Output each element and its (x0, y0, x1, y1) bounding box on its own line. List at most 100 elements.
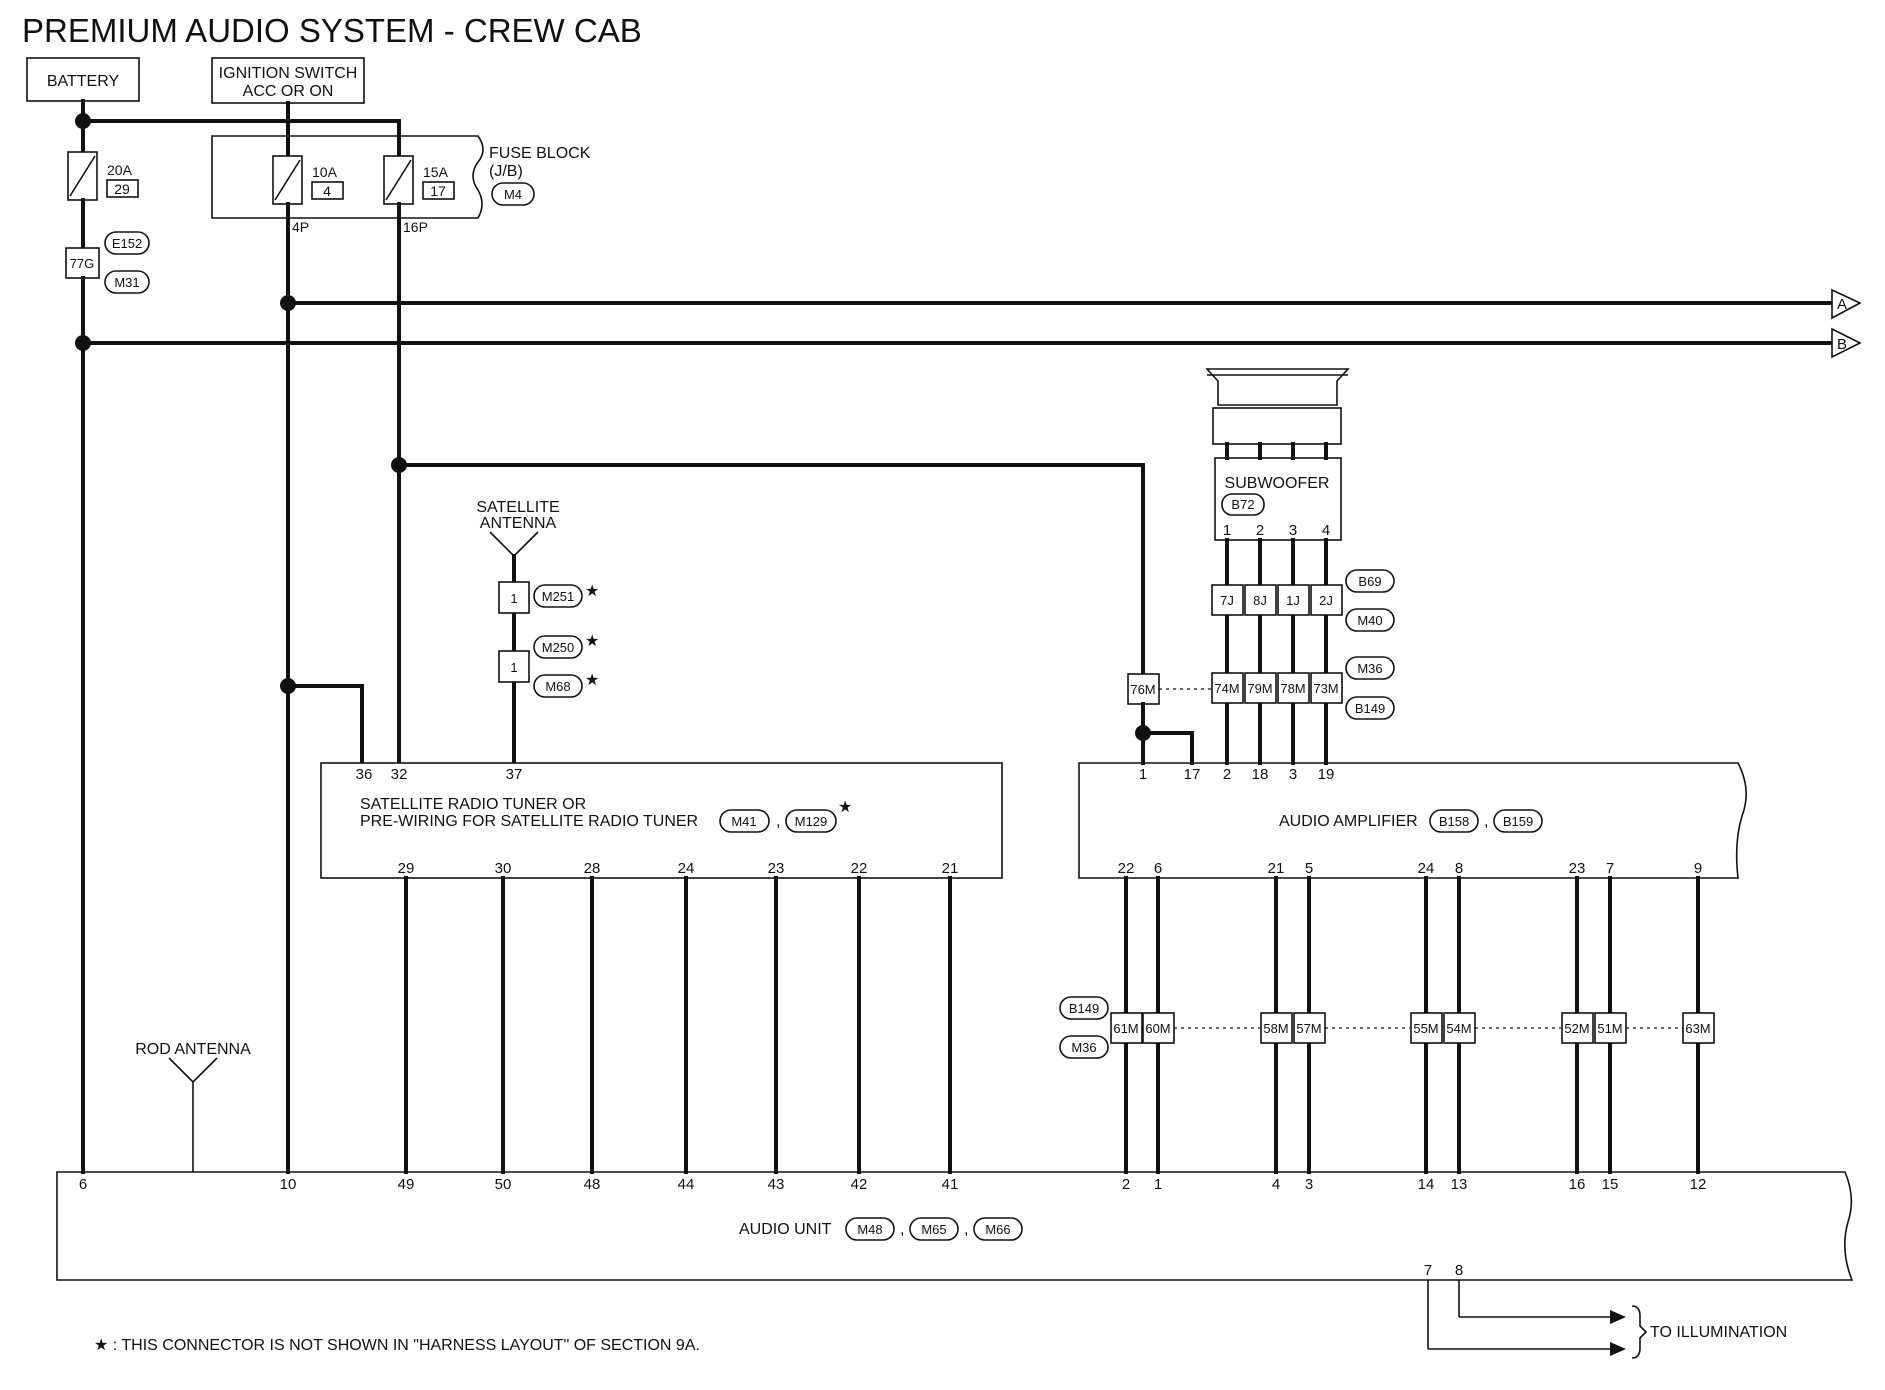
conn-b72: B72 (1231, 497, 1254, 512)
battery-conn-pin: 77G (70, 256, 95, 271)
audio-unit: 6 10 49 50 48 44 43 42 41 2 1 4 3 14 13 … (56, 1171, 1854, 1281)
conn-m31: M31 (114, 275, 139, 290)
audio-pin-41: 41 (942, 1176, 959, 1193)
illumination-outputs: TO ILLUMINATION (1427, 1280, 1787, 1359)
conn-b149-upper: B149 (1355, 701, 1385, 716)
amp-pin-1: 1 (1139, 766, 1147, 783)
conn-m4: M4 (504, 187, 522, 202)
sat-antenna-line1: SATELLITE (476, 499, 559, 516)
lower-join-55m: 55M (1413, 1021, 1438, 1036)
fuse-block: 10A 4 15A 17 4P 16P FUSE BLOCK (J/B) M4 (211, 101, 591, 235)
arrow-a-label: A (1837, 296, 1847, 313)
subwoofer-label: SUBWOOFER (1225, 475, 1330, 492)
rod-antenna-label: ROD ANTENNA (135, 1041, 251, 1058)
tuner-label-line2: PRE-WIRING FOR SATELLITE RADIO TUNER (360, 813, 698, 830)
conn-m68: M68 (545, 679, 570, 694)
sub-pin-4: 4 (1322, 522, 1330, 539)
audio-pin-50: 50 (495, 1176, 512, 1193)
amp-join-78m: 78M (1280, 681, 1305, 696)
lower-join-54m: 54M (1446, 1021, 1471, 1036)
tuner-label-line1: SATELLITE RADIO TUNER OR (360, 796, 586, 813)
conn-m36-upper: M36 (1357, 661, 1382, 676)
amp-join-76m: 76M (1130, 682, 1155, 697)
sub-pin-1: 1 (1223, 522, 1231, 539)
audio-unit-label: AUDIO UNIT (739, 1221, 832, 1238)
lower-join-63m: 63M (1685, 1021, 1710, 1036)
battery-feed-wires (75, 99, 401, 158)
amp-pin-2: 2 (1223, 766, 1231, 783)
conn-m66: M66 (985, 1222, 1010, 1237)
lower-join-57m: 57M (1296, 1021, 1321, 1036)
conn-m48: M48 (857, 1222, 882, 1237)
tuner-pin-32: 32 (391, 766, 408, 783)
amp-join-79m: 79M (1247, 681, 1272, 696)
fuse-block-label: FUSE BLOCK (489, 145, 591, 162)
amp-label: AUDIO AMPLIFIER (1279, 813, 1418, 830)
amp-pin-9: 9 (1694, 860, 1702, 877)
lower-join-60m: 60M (1145, 1021, 1170, 1036)
audio-pin-10: 10 (280, 1176, 297, 1193)
tuner-pin-23: 23 (768, 860, 785, 877)
conn-e152: E152 (112, 236, 142, 251)
sub-join-7j: 7J (1220, 593, 1234, 608)
fuse-pin-4p: 4P (292, 219, 309, 235)
audio-comma-2: , (964, 1221, 968, 1238)
audio-pin-2: 2 (1122, 1176, 1130, 1193)
amp-join-73m: 73M (1313, 681, 1338, 696)
fuse-pin-16p: 16P (403, 219, 428, 235)
star-m250: ★ (585, 633, 599, 650)
subwoofer-wires: 7J 8J 1J 2J B69 M40 74M 79M 78M 73M M36 … (1127, 538, 1395, 765)
conn-b149-lower: B149 (1069, 1001, 1099, 1016)
battery-connector: 77G E152 M31 (65, 198, 150, 294)
continuation-arrows: A B (1831, 288, 1862, 359)
tuner-pin-21: 21 (942, 860, 959, 877)
lower-join-52m: 52M (1564, 1021, 1589, 1036)
amp-pin-19: 19 (1318, 766, 1335, 783)
star-m68: ★ (585, 672, 599, 689)
tuner-pin-36: 36 (356, 766, 373, 783)
amp-pin-8: 8 (1455, 860, 1463, 877)
audio-pin-43: 43 (768, 1176, 785, 1193)
tuner-pin-29: 29 (398, 860, 415, 877)
fuse-10a-rating: 10A (312, 164, 338, 180)
footnote: ★ : THIS CONNECTOR IS NOT SHOWN IN "HARN… (94, 1337, 700, 1354)
sub-pin-3: 3 (1289, 522, 1297, 539)
amp-pin-3: 3 (1289, 766, 1297, 783)
sub-join-2j: 2J (1319, 593, 1333, 608)
conn-m36-lower: M36 (1071, 1040, 1096, 1055)
audio-pin-7: 7 (1424, 1262, 1432, 1279)
conn-m129: M129 (795, 814, 828, 829)
ignition-label-line2: ACC OR ON (243, 83, 334, 100)
tuner-pin-28: 28 (584, 860, 601, 877)
conn-b159: B159 (1503, 814, 1533, 829)
audio-amplifier: 1 17 2 18 3 19 AUDIO AMPLIFIER B158 , B1… (1078, 762, 1747, 879)
sub-pin-2: 2 (1256, 522, 1264, 539)
amp-pin-18: 18 (1252, 766, 1269, 783)
audio-pin-12: 12 (1690, 1176, 1707, 1193)
illumination-label: TO ILLUMINATION (1650, 1324, 1787, 1341)
star-m251: ★ (585, 583, 599, 600)
amp-join-74m: 74M (1214, 681, 1239, 696)
conn-m41: M41 (731, 814, 756, 829)
fuse-15a-number: 17 (430, 183, 446, 199)
tuner-pin-37: 37 (506, 766, 523, 783)
satellite-radio-tuner: 36 32 37 SATELLITE RADIO TUNER OR PRE-WI… (320, 762, 1003, 879)
ignition-label-line1: IGNITION SWITCH (219, 65, 358, 82)
tuner-output-wires (404, 876, 952, 1174)
amp-pin-21: 21 (1268, 860, 1285, 877)
conn-b158: B158 (1439, 814, 1469, 829)
audio-pin-48: 48 (584, 1176, 601, 1193)
audio-pin-15: 15 (1602, 1176, 1619, 1193)
sub-join-1j: 1J (1286, 593, 1300, 608)
audio-pin-49: 49 (398, 1176, 415, 1193)
sat-join-2: 1 (510, 660, 517, 675)
conn-m250: M250 (542, 640, 575, 655)
star-m129: ★ (838, 799, 852, 816)
fuse-block-jb: (J/B) (489, 163, 523, 180)
amp-pin-17: 17 (1184, 766, 1201, 783)
fuse-20a-rating: 20A (107, 162, 133, 178)
audio-pin-3: 3 (1305, 1176, 1313, 1193)
audio-pin-13: 13 (1451, 1176, 1468, 1193)
conn-m65: M65 (921, 1222, 946, 1237)
